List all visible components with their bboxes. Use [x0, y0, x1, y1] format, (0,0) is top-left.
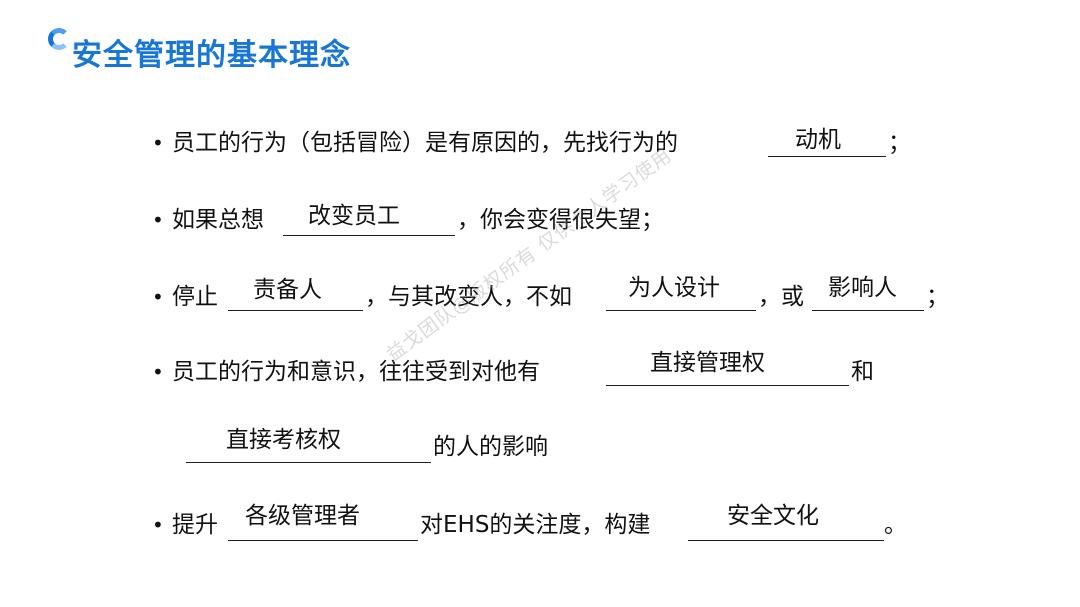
bullet-icon: •	[152, 131, 164, 155]
item-text: ；	[926, 284, 949, 310]
item-text: 提升	[172, 512, 218, 538]
blank-answer: 改变员工	[308, 203, 400, 229]
item-text: ，你会变得很失望；	[457, 207, 664, 233]
item-text: 员工的行为（包括冒险）是有原因的，先找行为的	[172, 130, 678, 156]
item-text: 如果总想	[172, 207, 264, 233]
item-text: ；	[888, 130, 911, 156]
blank-answer: 为人设计	[628, 275, 720, 301]
item-text: 对EHS的关注度，构建	[420, 512, 651, 538]
item-text: 和	[851, 359, 874, 385]
fill-blank	[228, 512, 418, 541]
item-text: 的人的影响	[433, 434, 548, 460]
bullet-icon: •	[152, 285, 164, 309]
fill-blank	[186, 434, 431, 463]
item-text: 。	[884, 512, 907, 538]
blank-answer: 影响人	[828, 275, 897, 301]
fill-blank	[768, 128, 886, 157]
watermark: 益戈团队@版权所有 仅供个人学习使用	[382, 144, 677, 367]
item-text: ，与其改变人，不如	[365, 284, 572, 310]
blank-answer: 直接考核权	[226, 427, 341, 453]
item-text: ，或	[758, 284, 804, 310]
fill-blank	[812, 282, 924, 311]
blank-answer: 责备人	[253, 277, 322, 303]
fill-blank	[688, 512, 884, 541]
blank-answer: 各级管理者	[245, 503, 360, 529]
bullet-icon: •	[152, 208, 164, 232]
ring-logo-icon	[48, 28, 70, 50]
fill-blank	[283, 207, 455, 236]
item-text: 停止	[172, 284, 218, 310]
blank-answer: 直接管理权	[650, 350, 765, 376]
blank-answer: 动机	[795, 127, 841, 153]
slide-title: 安全管理的基本理念	[72, 38, 351, 73]
fill-blank	[606, 282, 756, 311]
blank-answer: 安全文化	[727, 503, 819, 529]
fill-blank	[606, 357, 849, 386]
bullet-icon: •	[152, 513, 164, 537]
fill-blank	[228, 282, 363, 311]
bullet-icon: •	[152, 360, 164, 384]
item-text: 员工的行为和意识，往往受到对他有	[172, 359, 540, 385]
